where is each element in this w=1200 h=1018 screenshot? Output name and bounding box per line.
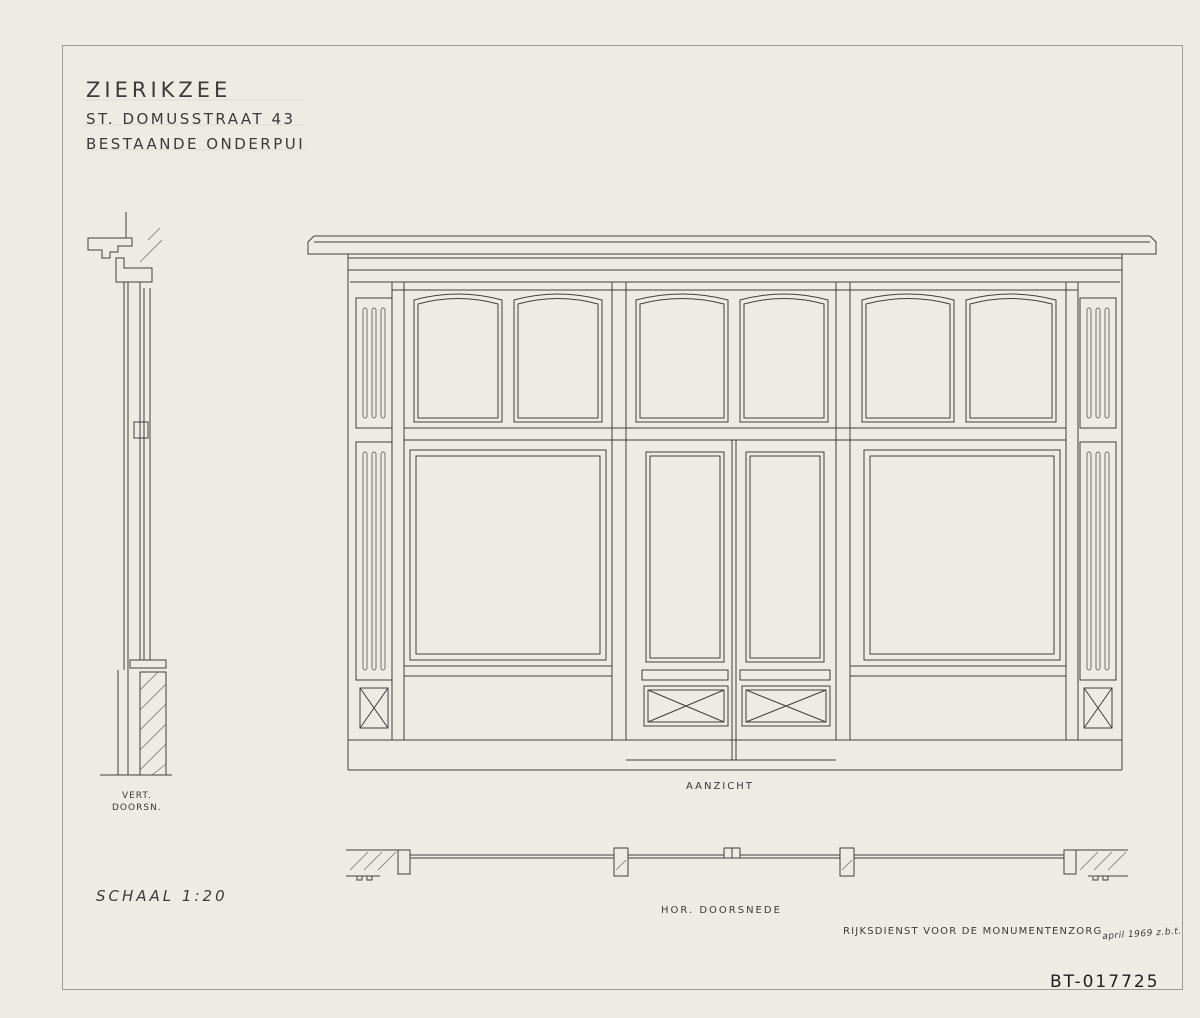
title-place: ZIERIKZEE bbox=[86, 78, 232, 102]
vertical-section-label: VERT. DOORSN. bbox=[112, 790, 162, 814]
pilaster-left bbox=[355, 297, 393, 729]
double-doors bbox=[626, 440, 836, 761]
shop-windows bbox=[409, 449, 1061, 661]
drawing-frame bbox=[62, 45, 1183, 990]
title-subject: BESTAANDE ONDERPUI bbox=[86, 135, 306, 153]
mullions bbox=[391, 281, 1079, 741]
vertical-section-drawing bbox=[87, 212, 172, 776]
scale-label: SCHAAL 1:20 bbox=[96, 887, 228, 905]
pilaster-right bbox=[1079, 297, 1117, 729]
vertical-section-label-line2: DOORSN. bbox=[112, 803, 162, 813]
vertical-section-label-line1: VERT. bbox=[121, 791, 152, 801]
title-address: ST. DOMUSSTRAAT 43 bbox=[86, 110, 296, 128]
horizontal-section-label: HOR. DOORSNEDE bbox=[661, 905, 782, 916]
title-guide-lines bbox=[84, 99, 305, 151]
elevation-label: AANZICHT bbox=[686, 781, 754, 792]
reference-number: BT-017725 bbox=[1050, 972, 1160, 992]
plan-hatching bbox=[349, 851, 1127, 871]
institution-label: RIJKSDIENST VOOR DE MONUMENTENZORG bbox=[843, 926, 1103, 937]
horizontal-section-drawing bbox=[346, 847, 1128, 881]
section-hatching bbox=[139, 227, 167, 776]
elevation-drawing bbox=[307, 235, 1157, 771]
window-sills bbox=[404, 665, 1066, 677]
transom-windows bbox=[413, 293, 1057, 423]
